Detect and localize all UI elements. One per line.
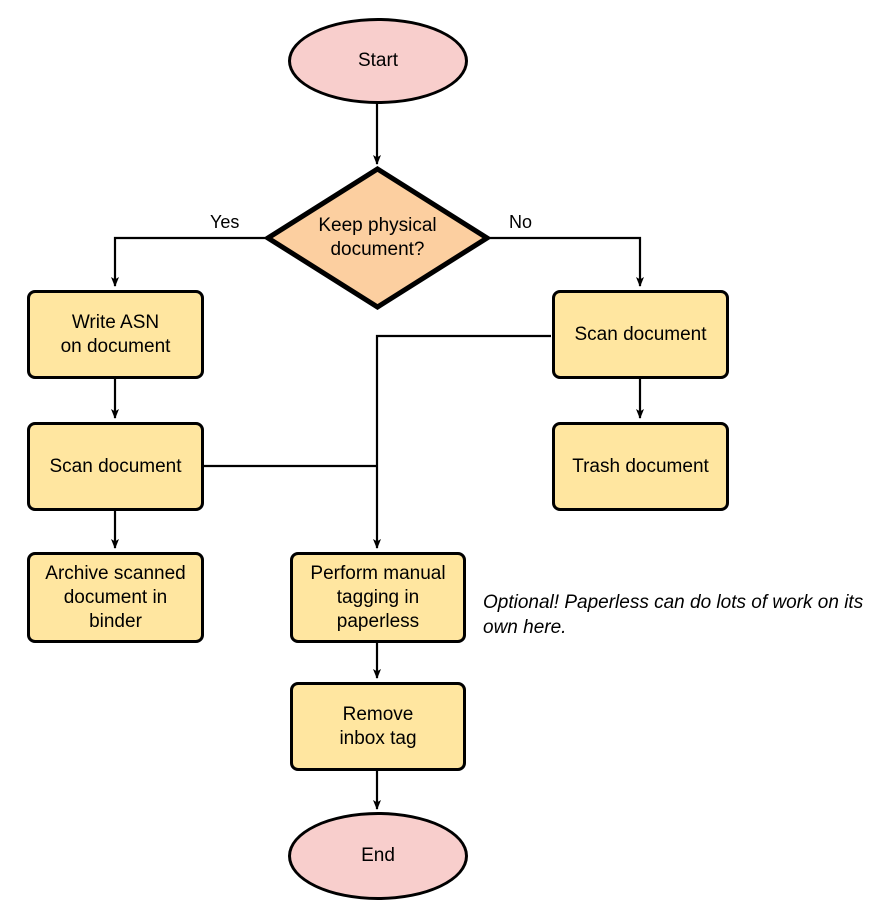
edge-scan-right-to-tagging: [373, 334, 551, 549]
node-archive-scanned-document[interactable]: Archive scanned document in binder: [27, 552, 204, 643]
node-scan-document-right[interactable]: Scan document: [552, 290, 729, 379]
node-trash-document-label: Trash document: [572, 455, 709, 477]
node-scan-document-right-label: Scan document: [574, 323, 707, 345]
node-perform-manual-tagging[interactable]: Perform manual tagging in paperless: [290, 552, 466, 643]
node-archive-label: Archive scanned document in binder: [45, 562, 186, 632]
node-remove-inbox-tag-label: Remove inbox tag: [339, 703, 417, 749]
node-start[interactable]: Start: [288, 18, 468, 104]
node-scan-document-left[interactable]: Scan document: [27, 422, 204, 511]
annotation-optional-note: Optional! Paperless can do lots of work …: [483, 592, 864, 638]
node-trash-document[interactable]: Trash document: [552, 422, 729, 511]
diamond-shape: [265, 166, 490, 310]
node-start-label: Start: [357, 50, 399, 71]
node-end[interactable]: End: [288, 812, 468, 900]
edge-label-yes: Yes: [210, 212, 240, 232]
edge-decision-yes-to-write-asn: [111, 236, 265, 287]
node-end-label: End: [361, 845, 395, 866]
node-remove-inbox-tag[interactable]: Remove inbox tag: [290, 682, 466, 771]
edge-decision-no-to-scan-right: [490, 236, 644, 287]
edge-label-no: No: [509, 212, 533, 232]
node-decision-keep-physical-document[interactable]: Keep physical document?: [265, 166, 490, 310]
node-scan-document-left-label: Scan document: [49, 455, 182, 477]
node-write-asn-on-document[interactable]: Write ASN on document: [27, 290, 204, 379]
node-tagging-label: Perform manual tagging in paperless: [310, 562, 446, 632]
node-write-asn-label: Write ASN on document: [60, 311, 171, 357]
